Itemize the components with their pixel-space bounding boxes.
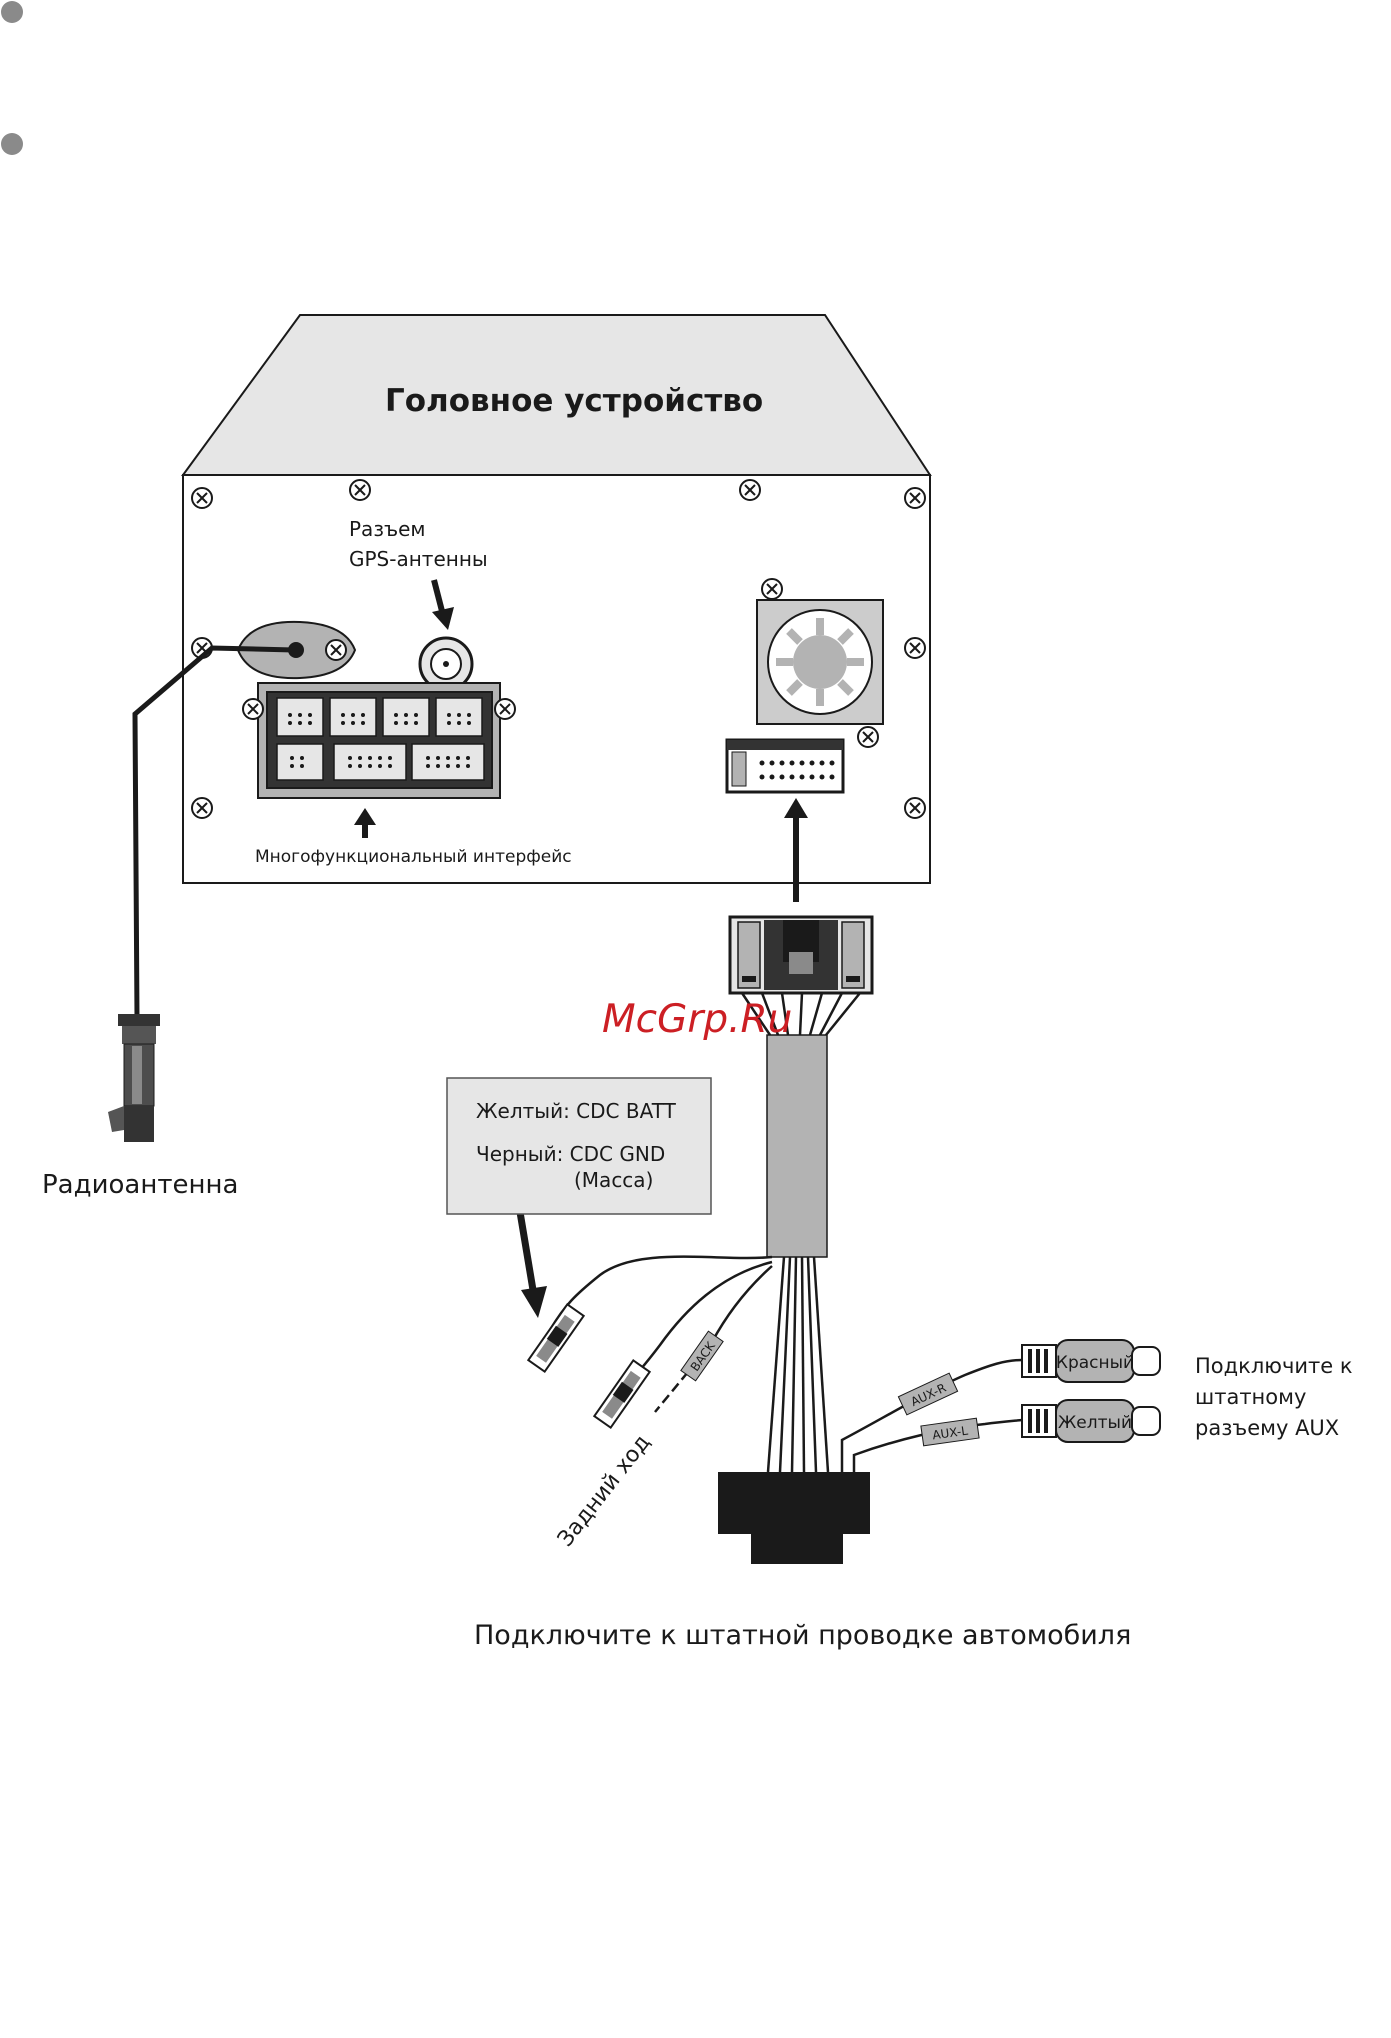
screw-icon [243, 699, 263, 719]
screw-icon [192, 488, 212, 508]
bullet-dot [1, 133, 23, 155]
cdc-arrow-head [521, 1286, 547, 1318]
mf-socket [277, 744, 323, 780]
vehicle-iso-plug-base [751, 1534, 843, 1564]
reverse-gear-label: Задний ход [553, 1430, 655, 1551]
rca-yellow-label: Желтый [1058, 1413, 1132, 1433]
cdc-batt-wire [550, 1257, 772, 1330]
aux-r-tag: AUX-R [898, 1373, 957, 1415]
screw-icon [905, 488, 925, 508]
cdc-gnd-terminal [594, 1360, 649, 1427]
cdc-batt-text: Желтый: CDC BATT [476, 1099, 676, 1123]
cdc-arrow [520, 1212, 534, 1296]
radio-antenna-label: Радиоантенна [42, 1170, 238, 1200]
radio-antenna-plug-highlight [132, 1046, 142, 1104]
screw-icon [762, 579, 782, 599]
radio-antenna-plug-tip [124, 1106, 154, 1142]
harness-sleeve [767, 1035, 827, 1257]
aux-note-line2: штатному [1195, 1385, 1306, 1409]
screw-icon [740, 480, 760, 500]
mf-socket [334, 744, 406, 780]
back-tag: BACK [681, 1331, 723, 1381]
radio-antenna-plug-ring [122, 1026, 156, 1044]
harness-plug-mark [846, 976, 860, 982]
screw-icon [350, 480, 370, 500]
aux-r-wire [842, 1360, 1022, 1472]
gps-connector-label-line1: Разъем [349, 517, 425, 541]
harness-plug-latch-tab [789, 952, 813, 974]
screw-icon [495, 699, 515, 719]
cooling-fan-hub [793, 635, 847, 689]
aux-note-line1: Подключите к [1195, 1354, 1353, 1378]
cdc-gnd-text: Черный: CDC GND [476, 1142, 665, 1166]
harness-wires-bottom [768, 1257, 828, 1472]
back-wire-end [655, 1372, 688, 1412]
main-harness-socket-top [727, 740, 843, 750]
back-wire [712, 1266, 772, 1342]
mf-socket [412, 744, 484, 780]
bottom-caption: Подключите к штатной проводке автомобиля [474, 1620, 1131, 1651]
screw-icon [192, 798, 212, 818]
aux-note-line3: разъему AUX [1195, 1416, 1339, 1440]
aux-l-tag: AUX-L [921, 1418, 979, 1446]
head-unit-title: Головное устройство [385, 383, 763, 419]
cdc-gnd-mass-text: (Масса) [574, 1168, 653, 1192]
screw-icon [858, 727, 878, 747]
screw-icon [326, 640, 346, 660]
watermark: McGrp.Ru [602, 997, 792, 1042]
radio-antenna-plug [118, 1014, 160, 1026]
vehicle-iso-plug [718, 1472, 870, 1534]
gps-connector-label-line2: GPS-антенны [349, 547, 488, 571]
main-harness-socket-latch [732, 752, 746, 786]
harness-plug-mark [742, 976, 756, 982]
gps-connector-pin [443, 661, 449, 667]
bullet-dot [1, 1, 23, 23]
screw-icon [905, 798, 925, 818]
radio-antenna-plug-clip [108, 1106, 124, 1132]
screw-icon [905, 638, 925, 658]
multifunction-interface-label: Многофункциональный интерфейс [255, 847, 572, 867]
rca-red-label: Красный [1056, 1353, 1134, 1373]
